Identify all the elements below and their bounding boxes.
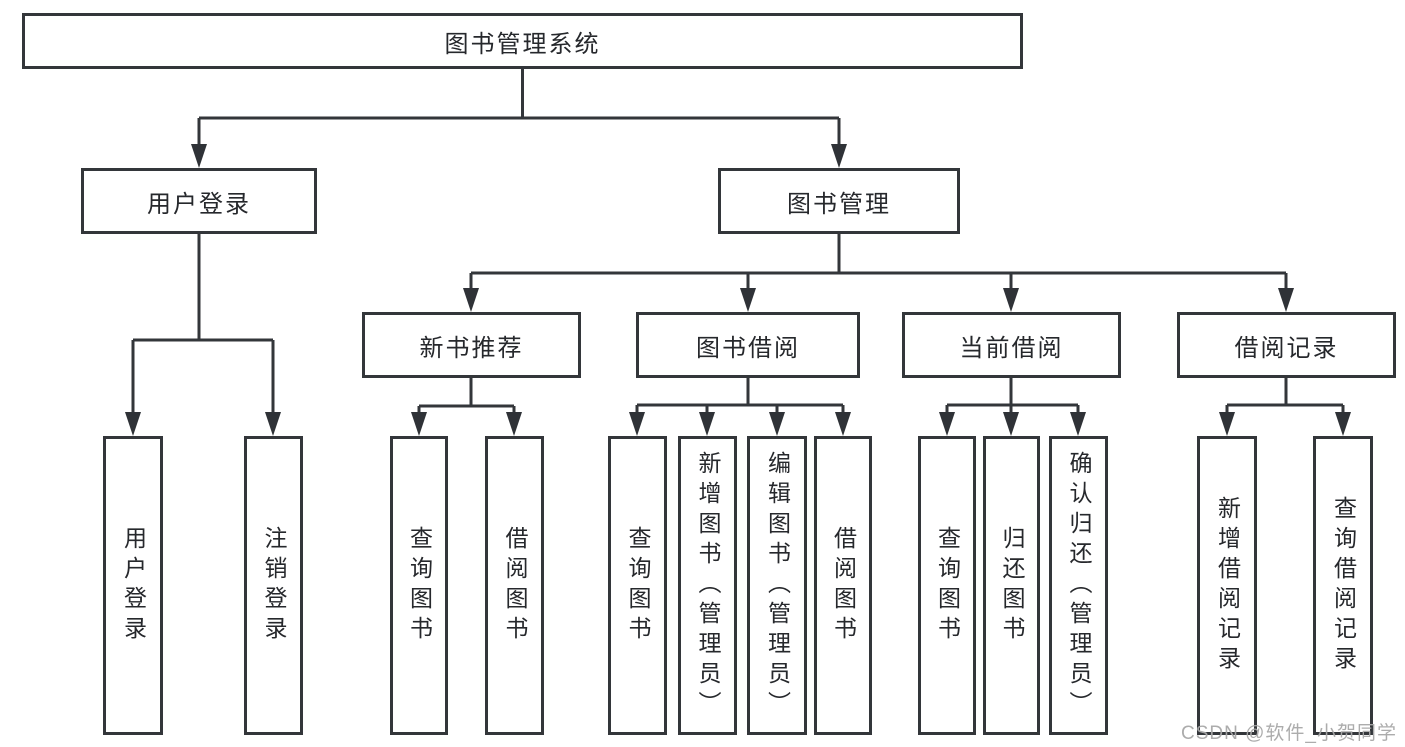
connector-root	[197, 69, 841, 148]
connector-user-login-branch	[131, 234, 275, 416]
leaf-add-book-admin: 新增图书（管理员）	[678, 436, 737, 735]
leaf-confirm-return-admin-label: 确认归还（管理员）	[1066, 450, 1092, 721]
leaf-borrow-books-recommend: 借阅图书	[485, 436, 544, 735]
leaf-query-borrow-record-label: 查询借阅记录	[1330, 495, 1357, 676]
leaf-query-books-borrow: 查询图书	[608, 436, 667, 735]
leaf-confirm-return-admin: 确认归还（管理员）	[1049, 436, 1108, 735]
node-current-borrow: 当前借阅	[902, 312, 1121, 378]
leaf-add-borrow-record-label: 新增借阅记录	[1214, 495, 1241, 676]
node-borrow-records-label: 借阅记录	[1234, 334, 1339, 362]
node-book-borrow-label: 图书借阅	[696, 334, 800, 362]
leaf-user-login-label: 用户登录	[120, 525, 147, 646]
node-current-borrow-label: 当前借阅	[959, 334, 1064, 362]
leaf-query-books-borrow-label: 查询图书	[625, 525, 651, 646]
leaf-query-borrow-record: 查询借阅记录	[1313, 436, 1373, 735]
leaf-logout-label: 注销登录	[261, 525, 287, 646]
node-borrow-records: 借阅记录	[1177, 312, 1396, 378]
node-book-borrow: 图书借阅	[636, 312, 860, 378]
leaf-add-borrow-record: 新增借阅记录	[1197, 436, 1257, 735]
node-user-login-label: 用户登录	[147, 190, 251, 218]
leaf-return-book: 归还图书	[983, 436, 1040, 735]
leaf-query-books-current-label: 查询图书	[934, 525, 961, 646]
leaf-logout: 注销登录	[244, 436, 303, 735]
leaf-return-book-label: 归还图书	[999, 525, 1025, 646]
connector-new-book-branch	[417, 378, 516, 416]
leaf-edit-book-admin-label: 编辑图书（管理员）	[764, 450, 791, 721]
node-new-book-recommend-label: 新书推荐	[419, 334, 524, 362]
connector-records-branch	[1225, 378, 1345, 416]
leaf-borrow-books-recommend-label: 借阅图书	[502, 525, 528, 646]
leaf-borrow-books: 借阅图书	[814, 436, 872, 735]
node-book-management-label: 图书管理	[787, 190, 891, 218]
leaf-query-books-recommend-label: 查询图书	[406, 525, 433, 646]
leaf-query-books-current: 查询图书	[918, 436, 976, 735]
connector-book-management-branch	[469, 234, 1288, 292]
leaf-edit-book-admin: 编辑图书（管理员）	[747, 436, 807, 735]
leaf-borrow-books-label: 借阅图书	[830, 525, 857, 646]
csdn-watermark: CSDN @软件_小贺同学	[1181, 723, 1397, 744]
node-user-login: 用户登录	[81, 168, 317, 234]
arrowheads	[125, 144, 1351, 436]
leaf-add-book-admin-label: 新增图书（管理员）	[695, 450, 721, 721]
node-book-management: 图书管理	[718, 168, 960, 234]
leaf-query-books-recommend: 查询图书	[390, 436, 448, 735]
connector-current-borrow-branch	[945, 378, 1080, 416]
leaf-user-login: 用户登录	[103, 436, 163, 735]
connector-book-borrow-branch	[635, 378, 845, 416]
node-library-system-label: 图书管理系统	[444, 30, 601, 58]
node-library-system: 图书管理系统	[22, 13, 1023, 69]
node-new-book-recommend: 新书推荐	[362, 312, 581, 378]
